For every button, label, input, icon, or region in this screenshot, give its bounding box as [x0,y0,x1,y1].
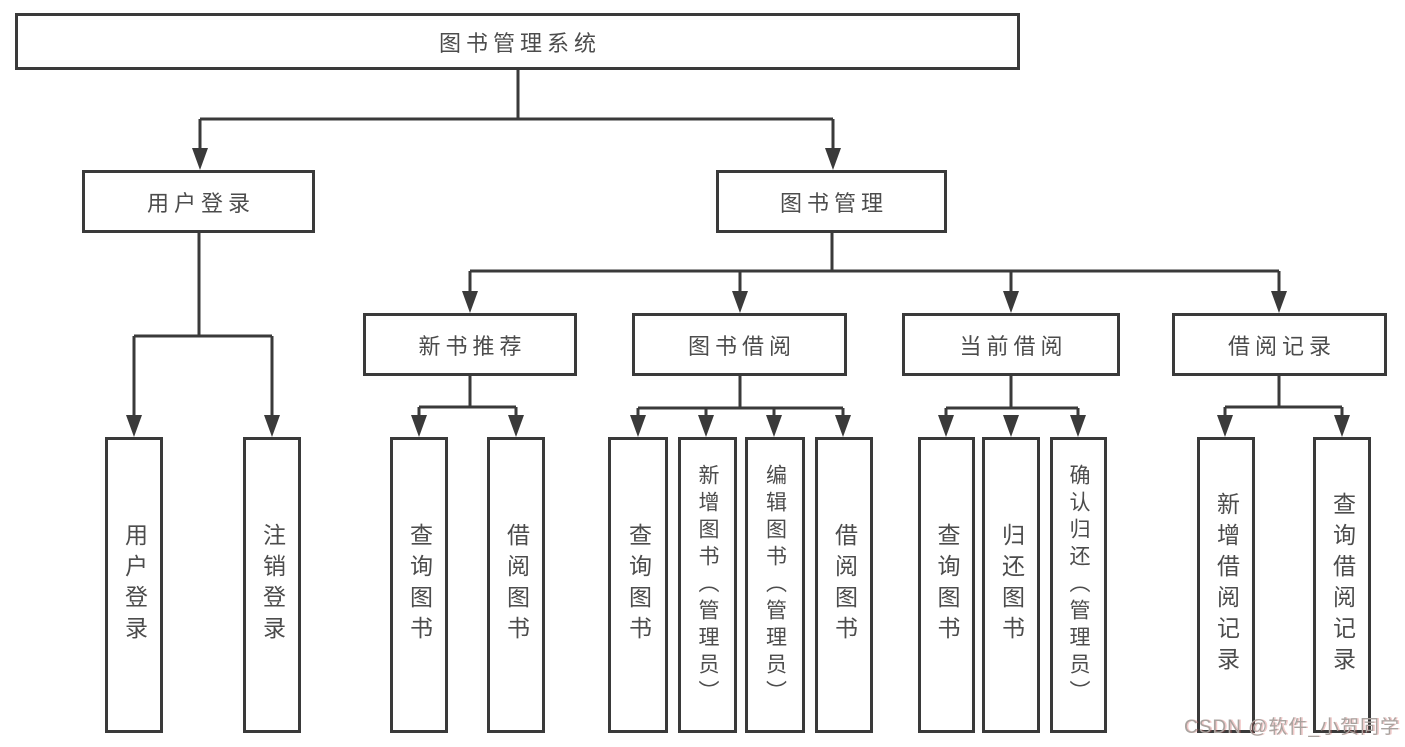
leaf-add-borrow-record: 新增借阅记录 [1197,437,1255,733]
leaf-query-books-current: 查询图书 [918,437,975,733]
leaf-label: 新增图书（管理员） [696,463,719,707]
node-label: 当前借阅 [959,333,1068,359]
leaf-label: 归还图书 [998,523,1025,647]
leaf-borrow-books-recommend: 借阅图书 [487,437,545,733]
csdn-watermark: CSDN @软件_小贺同学 [1184,717,1400,738]
leaf-label: 确认归还（管理员） [1067,463,1090,707]
leaf-label: 注销登录 [259,523,286,647]
leaf-label: 借阅图书 [503,523,530,647]
leaf-add-book-admin: 新增图书（管理员） [678,437,737,733]
node-label: 图书管理 [779,190,888,216]
tree-edges [132,68,1344,420]
node-book-borrowing: 图书借阅 [632,313,847,376]
node-label: 用户登录 [146,190,255,216]
arrowheads [126,148,1350,437]
leaf-query-borrow-record: 查询借阅记录 [1313,437,1371,733]
node-current-borrowing: 当前借阅 [902,313,1120,376]
node-library-management-system: 图书管理系统 [15,13,1020,70]
leaf-label: 查询图书 [406,523,433,647]
leaf-logout: 注销登录 [243,437,301,733]
node-label: 新书推荐 [418,333,527,359]
leaf-borrow-books: 借阅图书 [815,437,873,733]
leaf-label: 新增借阅记录 [1213,492,1240,678]
leaf-label: 用户登录 [121,523,148,647]
leaf-label: 查询图书 [934,523,960,647]
leaf-query-books-recommend: 查询图书 [390,437,448,733]
leaf-return-books: 归还图书 [982,437,1040,733]
node-label: 借阅记录 [1227,333,1336,359]
leaf-confirm-return-admin: 确认归还（管理员） [1050,437,1107,733]
node-borrow-records: 借阅记录 [1172,313,1387,376]
node-label: 图书管理系统 [438,30,601,56]
leaf-label: 编辑图书（管理员） [763,463,787,707]
node-user-login: 用户登录 [82,170,315,233]
leaf-label: 借阅图书 [831,523,858,647]
leaf-user-login: 用户登录 [105,437,163,733]
node-new-book-recommend: 新书推荐 [363,313,577,376]
leaf-label: 查询借阅记录 [1329,492,1356,678]
node-book-management: 图书管理 [716,170,947,233]
leaf-edit-book-admin: 编辑图书（管理员） [745,437,805,733]
leaf-label: 查询图书 [625,523,652,647]
leaf-query-books-borrow: 查询图书 [608,437,668,733]
node-label: 图书借阅 [687,333,796,359]
